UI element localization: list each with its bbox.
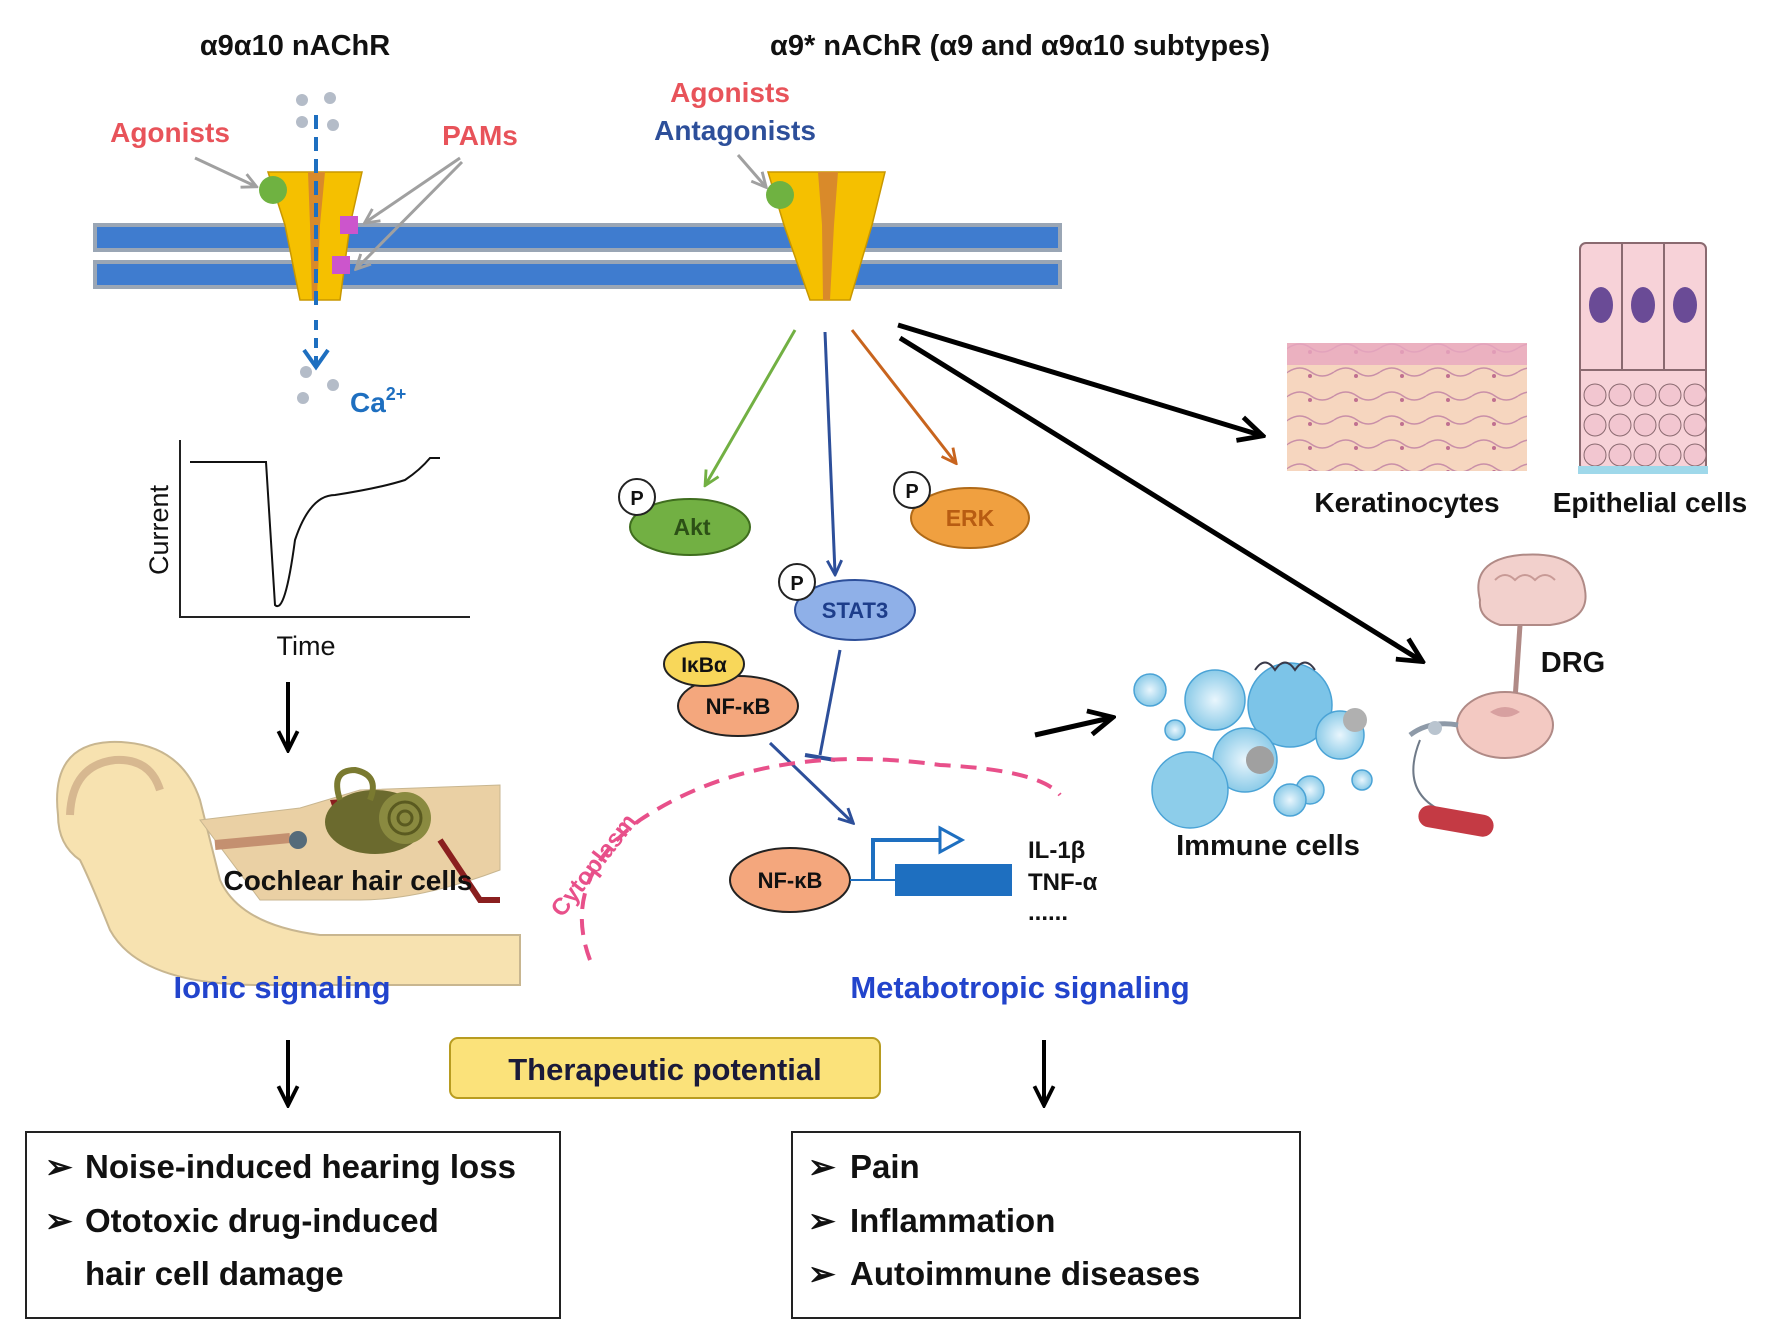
right-item-3-text: Autoimmune diseases (850, 1255, 1200, 1292)
bullet-1: ➢ (45, 1148, 73, 1185)
ikba-label: IκBα (681, 654, 727, 677)
cytoplasm-boundary (579, 757, 1062, 961)
promoter-arrowhead (938, 825, 966, 855)
left-item-2b: hair cell damage (85, 1255, 344, 1292)
ikba-node (663, 641, 745, 687)
left-agonist-arrow (194, 156, 255, 186)
drg-label: DRG (1541, 647, 1605, 679)
right-ligand-binding-site (766, 181, 794, 209)
immune-cells-illustration (1133, 661, 1373, 829)
left-item-2: ➢ Ototoxic drug-induced (45, 1202, 439, 1239)
ionic-signaling-label: Ionic signaling (173, 970, 390, 1005)
nfkb-nucleus-label: NF-κB (758, 868, 823, 893)
arrow-to-stat3 (823, 331, 835, 573)
stat3-phospho-badge (778, 563, 816, 601)
erk-phospho-badge (893, 471, 931, 509)
stat3-inhibition-line (818, 649, 842, 756)
cytokine-etc: ...... (1028, 899, 1068, 926)
gene-block (895, 864, 1012, 896)
arrow-to-akt (706, 329, 797, 484)
cytokine-tnfa: TNF-α (1028, 869, 1098, 896)
erk-label: ERK (946, 505, 995, 531)
akt-phospho-badge (618, 478, 656, 516)
stat3-node (794, 579, 916, 641)
epithelial-cells-illustration (1578, 242, 1708, 474)
cell-membrane (93, 223, 1062, 289)
calcium-charge: 2+ (386, 384, 407, 404)
drg-illustration (1408, 553, 1587, 837)
ionic-outcomes-box (25, 1131, 561, 1319)
arrow-to-erk (850, 329, 955, 462)
title-right: α9* nAChR (α9 and α9α10 subtypes) (770, 30, 1270, 62)
left-agonists-label: Agonists (110, 117, 230, 148)
akt-node (629, 498, 751, 556)
metabotropic-signaling-label: Metabotropic signaling (850, 970, 1189, 1005)
left-item-1-text: Noise-induced hearing loss (85, 1148, 516, 1185)
erk-phospho-label: P (905, 481, 918, 503)
calcium-ions-top (296, 92, 339, 131)
epithelial-cells-label: Epithelial cells (1553, 487, 1748, 518)
right-ligand-arrow (736, 154, 765, 186)
cytokine-il1b: IL-1β (1028, 837, 1085, 864)
current-plot-ylabel: Current (144, 484, 174, 575)
arrow-to-drg (898, 335, 1420, 660)
right-item-3: ➢ Autoimmune diseases (808, 1255, 1200, 1292)
keratinocytes-label: Keratinocytes (1314, 487, 1499, 518)
immune-cells-label: Immune cells (1176, 830, 1360, 862)
cochlear-label: Cochlear hair cells (223, 865, 472, 896)
erk-node (910, 487, 1030, 549)
left-item-1: ➢ Noise-induced hearing loss (45, 1148, 516, 1185)
current-plot (179, 440, 470, 618)
therapeutic-potential-label: Therapeutic potential (508, 1052, 821, 1087)
promoter-arrow (871, 838, 950, 880)
agonist-binding-site (259, 176, 287, 204)
calcium-label: Ca2+ (350, 384, 406, 418)
arrow-to-immune (1034, 718, 1110, 738)
stat3-label: STAT3 (822, 598, 888, 623)
right-antagonists-label: Antagonists (654, 115, 816, 146)
pam-arrow-2 (357, 160, 464, 268)
calcium-ions-bottom (297, 366, 339, 404)
arrow-nfkb-to-nucleus (768, 741, 852, 822)
ear-illustration (56, 740, 521, 986)
cytoplasm-label: Cytoplasm (546, 809, 643, 922)
metabotropic-outcomes-box (791, 1131, 1301, 1319)
left-item-2-text: Ototoxic drug-induced (85, 1202, 439, 1239)
nfkb-cytoplasm-label: NF-κB (706, 694, 771, 719)
right-receptor-channel (766, 171, 886, 301)
right-item-1-text: Pain (850, 1148, 920, 1185)
pam-arrow-1 (366, 156, 461, 222)
right-item-2-text: Inflammation (850, 1202, 1055, 1239)
title-left: α9α10 nAChR (200, 30, 390, 62)
calcium-base: Ca (350, 387, 386, 418)
akt-label: Akt (673, 514, 710, 540)
pam-binding-site-2 (332, 256, 350, 274)
akt-phospho-label: P (630, 488, 643, 510)
arrow-to-keratinocytes (897, 322, 1260, 435)
bullet-2: ➢ (45, 1202, 73, 1239)
pams-label: PAMs (442, 120, 518, 151)
keratinocytes-illustration (1287, 343, 1527, 471)
right-agonists-label: Agonists (670, 77, 790, 108)
bullet-r2: ➢ (808, 1202, 836, 1239)
stat3-phospho-label: P (790, 573, 803, 595)
bullet-r1: ➢ (808, 1148, 836, 1185)
stat3-inhibition-bar (804, 753, 836, 762)
right-item-1: ➢ Pain (808, 1148, 920, 1185)
right-item-2: ➢ Inflammation (808, 1202, 1055, 1239)
pam-binding-site-1 (340, 216, 358, 234)
bullet-r3: ➢ (808, 1255, 836, 1292)
therapeutic-potential-badge (449, 1037, 881, 1099)
current-plot-xlabel: Time (277, 631, 336, 661)
